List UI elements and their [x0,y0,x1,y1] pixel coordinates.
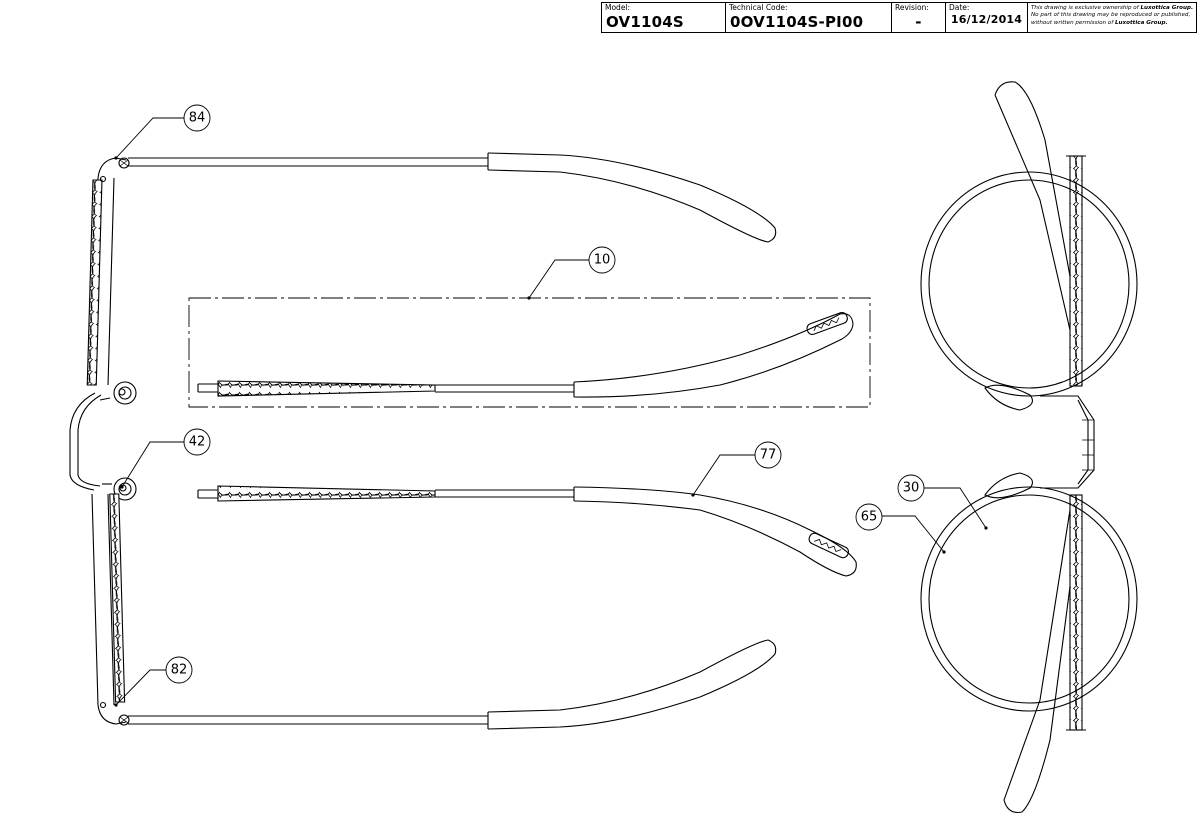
title-block: Model: OV1104S Technical Code: 0OV1104S-… [601,2,1197,33]
callout-65 [855,503,945,553]
ownership-notice: This drawing is exclusive ownership of L… [1031,5,1194,27]
notice-line3: without written permission of [1031,19,1115,26]
callout-30 [897,474,987,529]
nose-pad-front-lower [984,472,1033,499]
callout-77 [692,441,782,496]
hinge-screw-top [118,157,130,169]
callout-42 [121,428,211,488]
leader-dots [114,156,988,707]
temple-side-view [197,485,857,577]
callout-10-label: 10 [594,253,611,268]
callout-10 [528,246,616,299]
callout-82-label: 82 [171,663,188,678]
callout-30-label: 30 [903,481,920,496]
callout-65-label: 65 [861,510,878,525]
callout-84-label: 84 [189,111,206,126]
temple-top [128,152,777,243]
notice-owner-1: Luxottica Group. [1140,5,1194,11]
model-label: Model: [605,3,631,12]
lens-lower-rim [920,486,1138,712]
technical-code-label: Technical Code: [729,3,788,12]
hinge-screw-bottom [118,714,130,726]
revision-label: Revision: [895,3,929,12]
date-cell: Date: 16/12/2014 [946,3,1028,32]
callout-42-label: 42 [189,435,206,450]
nose-pad-front-upper [984,384,1033,411]
notice-line2: No part of this drawing may be reproduce… [1031,12,1191,19]
front-top-view [69,157,137,726]
ownership-notice-cell: This drawing is exclusive ownership of L… [1028,3,1196,32]
nose-pad-lower [102,477,137,501]
lens-upper-rim [920,171,1138,397]
callout-82 [115,656,193,706]
date-label: Date: [949,3,970,12]
technical-code-value: 0OV1104S-PI00 [730,13,864,31]
temple-bottom [128,639,777,730]
date-value: 16/12/2014 [950,13,1023,26]
front-view [920,81,1138,814]
model-value: OV1104S [606,13,684,31]
technical-code-cell: Technical Code: 0OV1104S-PI00 [726,3,892,32]
nose-pad-upper [99,381,137,405]
detail-box-temple [188,297,871,408]
callout-77-label: 77 [760,448,777,463]
model-cell: Model: OV1104S [602,3,726,32]
revision-value: - [915,13,922,31]
revision-cell: Revision: - [892,3,946,32]
callout-84 [115,104,211,159]
notice-line1: This drawing is exclusive ownership of [1031,5,1141,11]
notice-owner-2: Luxottica Group. [1114,19,1168,26]
